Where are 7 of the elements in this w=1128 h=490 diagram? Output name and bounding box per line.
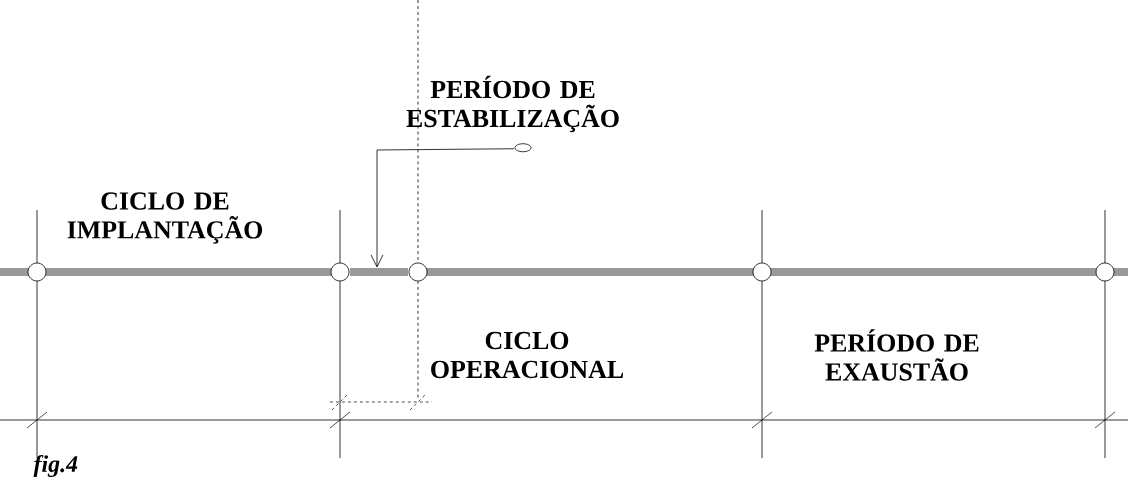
leader-line [370,148,515,268]
timeline-segment [350,268,408,276]
phase-label: CICLO OPERACIONAL [431,331,624,379]
phase-label: PERÍODO DE EXAUSTÃO [814,329,979,381]
figure-caption: fig.4 [33,455,78,477]
phase-label: CICLO DE IMPLANTAÇÃO [67,192,263,244]
phase-label: PERÍODO DE ESTABILIZAÇÃO [406,75,619,133]
